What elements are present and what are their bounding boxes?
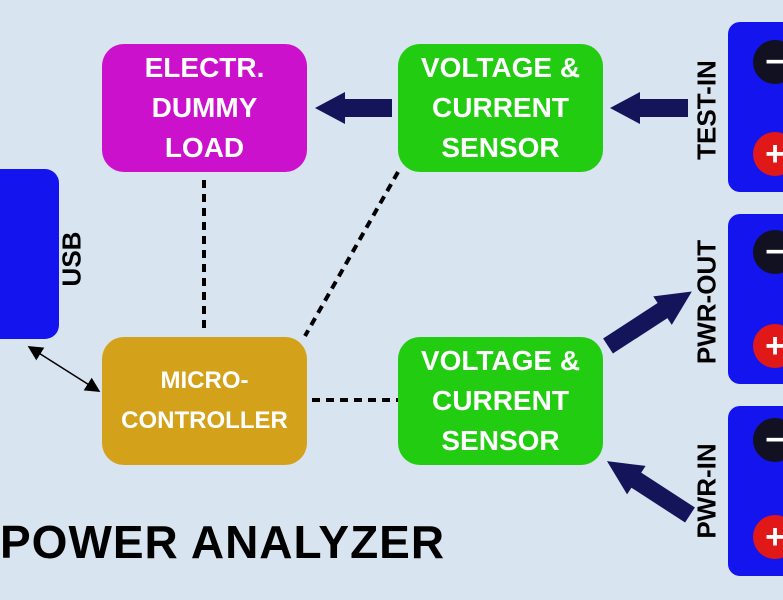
voltage-current-sensor-top: VOLTAGE & CURRENT SENSOR [398, 44, 603, 172]
electronic-dummy-load-block: ELECTR. DUMMY LOAD [102, 44, 307, 172]
pwr-in-negative-terminal: − [753, 418, 783, 462]
voltage-current-sensor-bottom: VOLTAGE & CURRENT SENSOR [398, 337, 603, 465]
microcontroller-block: MICRO- CONTROLLER [102, 337, 307, 465]
port-label-pwr-out: PWR-OUT [691, 239, 722, 365]
dashed-link-sensor-top-mcu [303, 171, 400, 337]
port-label-pwr-in: PWR-IN [691, 443, 722, 539]
usb-connector-block [0, 169, 59, 339]
pwr-in-positive-terminal: + [753, 515, 783, 559]
port-label-test-in: TEST-IN [691, 60, 722, 160]
pwr-out-negative-terminal: − [753, 230, 783, 274]
usb-label: USB [56, 231, 87, 287]
usb-link-arrow [27, 345, 101, 393]
pwr-out-positive-terminal: + [753, 324, 783, 368]
arrow-sensor-to-load [315, 92, 392, 124]
arrow-sensor-to-pwrout [603, 291, 692, 354]
test-in-positive-terminal: + [753, 132, 783, 176]
diagram-title: POWER ANALYZER [0, 516, 446, 568]
test-in-negative-terminal: − [753, 40, 783, 84]
arrow-pwrin-to-sensor [606, 461, 695, 523]
arrow-testin-to-sensor [610, 92, 688, 124]
